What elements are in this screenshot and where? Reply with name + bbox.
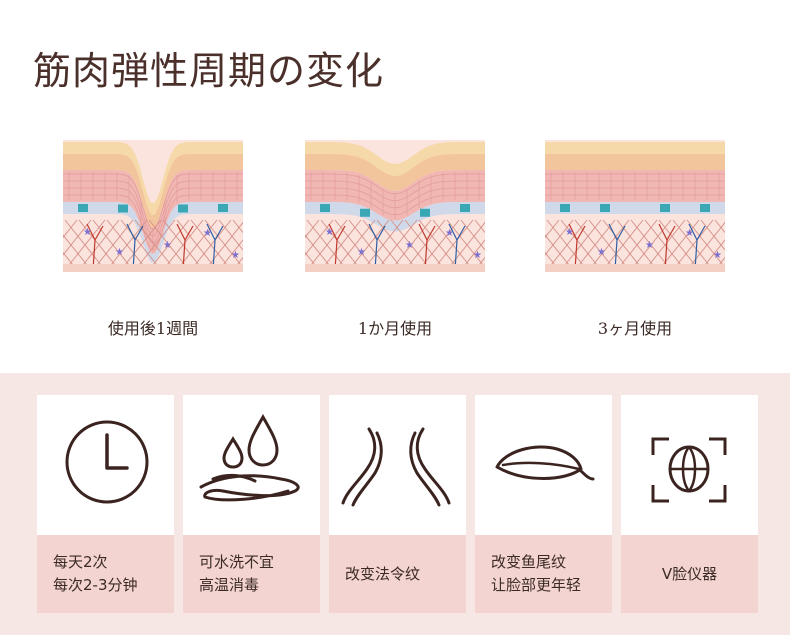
skin-diagram-month1: ★ ★ ★ ★ ★ [305,140,485,272]
feature-line1: 每天2次 [53,553,108,571]
svg-text:★: ★ [473,250,482,261]
feature-card-crowsfeet: 改变鱼尾纹 让脸部更年轻 [475,395,612,613]
skin-diagram-week1: ★ ★ ★ ★ ★ [63,140,243,272]
feature-card-usage: 每天2次 每次2-3分钟 [37,395,174,613]
svg-text:★: ★ [231,250,240,261]
svg-text:★: ★ [645,240,654,251]
feature-card-vface: V脸仪器 [621,395,758,613]
eye-icon [475,395,612,535]
feature-line1: 改变鱼尾纹 [491,553,567,571]
svg-text:★: ★ [163,240,172,251]
stage-label-week1: 使用後1週間 [107,319,199,338]
svg-text:★: ★ [115,247,124,258]
svg-text:★: ★ [203,228,212,239]
svg-text:★: ★ [685,228,694,239]
feature-line2: 让脸部更年轻 [491,576,582,594]
feature-line2: 每次2-3分钟 [53,576,138,594]
feature-card-washable: 可水洗不宜 高温消毒 [183,395,320,613]
svg-text:★: ★ [713,250,722,261]
nasolabial-lines-icon [329,395,466,535]
feature-line1: V脸仪器 [661,564,718,583]
feature-line1: 可水洗不宜 [199,553,275,571]
stage-label-month3: 3ヶ月使用 [597,319,673,338]
feature-line1: 改变法令纹 [345,564,421,583]
face-scan-icon [621,395,758,535]
svg-text:★: ★ [565,227,574,238]
svg-text:★: ★ [83,227,92,238]
svg-text:★: ★ [597,247,606,258]
water-drops-icon [183,395,320,535]
skin-diagram-month3: ★ ★ ★ ★ ★ [545,140,725,272]
clock-icon [37,395,174,535]
svg-text:★: ★ [405,240,414,251]
svg-text:★: ★ [325,227,334,238]
svg-text:★: ★ [445,228,454,239]
feature-card-nasolabial: 改变法令纹 [329,395,466,613]
feature-line2: 高温消毒 [199,576,260,594]
svg-text:★: ★ [357,247,366,258]
page-title: 筋肉弾性周期の変化 [33,49,385,93]
stage-label-month1: 1か月使用 [357,319,433,338]
